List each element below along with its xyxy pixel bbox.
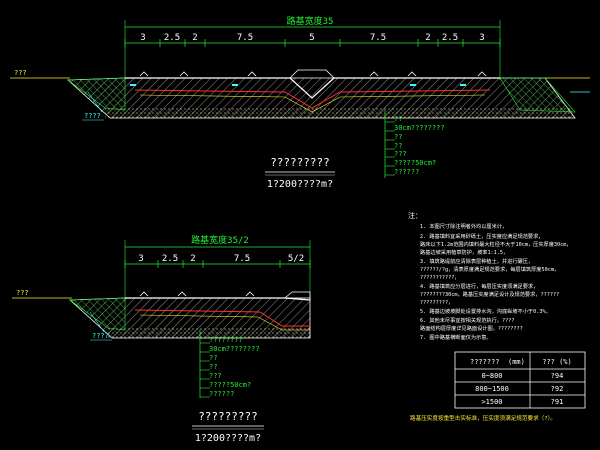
table-header-1: ??????? — [470, 358, 500, 366]
table-cell-2-2: ?92 — [551, 385, 564, 393]
top-structure-line — [134, 89, 491, 109]
notes-line-1: 1. 本图尺寸除注明者外均以厘米计， — [420, 222, 507, 230]
notes-line-9: ????????30cm，路基压实度满足设计及规范要求，?????? — [420, 290, 559, 298]
bottom-callout-2: 30cm???????? — [209, 345, 260, 353]
bottom-callout-3: ?? — [209, 354, 217, 362]
top-callout-2: 30cm???????? — [394, 124, 445, 132]
bottom-section-scale: 1?200????m? — [195, 433, 261, 444]
bottom-dim-1: 3 — [138, 254, 143, 264]
bottom-dim-4: 7.5 — [234, 254, 250, 264]
bottom-left-slope — [69, 297, 126, 331]
table-cell-3-2: ?91 — [551, 398, 564, 406]
notes-heading: 注： — [408, 211, 422, 220]
notes-line-7: ???????????， — [420, 275, 460, 281]
bottom-curb-marks — [139, 291, 255, 297]
top-dim-3: 2 — [192, 33, 197, 43]
top-width-label: 路基宽度35 — [287, 15, 334, 27]
bottom-callout-6: ?????50cm? — [209, 381, 251, 389]
top-callout-4: ?? — [394, 142, 402, 150]
top-dim-labels: 3 2.5 2 7.5 5 7.5 2 2.5 3 — [140, 33, 484, 43]
notes-line-11: 5. 路基边坡坡脚处设置排水沟，沟底纵坡不小于0.3%， — [420, 307, 551, 315]
bottom-median — [284, 291, 311, 301]
bottom-callout-1: ???????? — [209, 336, 243, 344]
top-dim-6: 7.5 — [370, 33, 386, 43]
notes-line-14: 7. 图中路基横断面仅为示意。 — [420, 333, 492, 341]
top-median — [289, 69, 335, 99]
top-callout-6: ?????50cm? — [394, 159, 436, 167]
top-callout-3: ?? — [394, 133, 402, 141]
bottom-section-title: ????????? — [198, 410, 258, 423]
top-section-title: ????????? — [270, 156, 330, 169]
bottom-cross-section: 路基宽度35/2 3 2.5 2 7.5 5/2 ??? — [12, 234, 311, 444]
bottom-callout-5: ??? — [209, 372, 222, 380]
compaction-table: ??????? (mm) ??? (%) 0~800 ?94 800~1500 … — [454, 351, 586, 409]
footer-note: 路基压实度按重型击实标准，压实度须满足规范要求（?）。 — [410, 414, 556, 422]
notes-line-8: 4. 路基填筑应分层进行，每层压实度须满足要求， — [420, 282, 538, 290]
bottom-callout-7: ?????? — [209, 390, 234, 398]
table-cell-1-1: 0~800 — [481, 372, 502, 380]
top-dim-5: 5 — [309, 33, 314, 43]
table-cell-3-1: >1500 — [481, 398, 502, 406]
table-header-3: ??? (%) — [542, 358, 572, 366]
bottom-width-label: 路基宽度35/2 — [191, 234, 249, 246]
top-callout-7: ?????? — [394, 168, 419, 176]
top-dim-9: 3 — [479, 33, 484, 43]
bottom-base-layer — [108, 328, 310, 338]
top-dim-ticks — [124, 39, 501, 47]
design-notes: 注： 1. 本图尺寸除注明者外均以厘米计， 2. 路基填料宜采用砂砾土，压实度应… — [408, 211, 572, 341]
top-callout-1: ?? — [394, 115, 402, 123]
top-dim-1: 3 — [140, 33, 145, 43]
table-header-2: (mm) — [508, 358, 525, 366]
bottom-dim-5: 5/2 — [288, 254, 304, 264]
top-fill-label: ???? — [84, 112, 101, 120]
top-base-layer — [105, 108, 570, 118]
top-dim-2: 2.5 — [164, 33, 180, 43]
bottom-callout-4: ?? — [209, 363, 217, 371]
top-section-scale: 1?200????m? — [267, 179, 333, 190]
bottom-structure-line — [134, 309, 310, 327]
notes-line-12: 6. 其他未尽事宜按相关规范执行。???? — [420, 316, 515, 324]
top-cyan-marks — [130, 84, 466, 86]
bottom-fill-label: ???? — [92, 332, 109, 340]
bottom-dim-2: 2.5 — [162, 254, 178, 264]
notes-line-5: 3. 填筑路堤前应清除表层种植土，并进行碾压， — [420, 257, 533, 265]
top-dim-7: 2 — [425, 33, 430, 43]
top-callouts: ?? 30cm???????? ?? ?? ??? ?????50cm? ???… — [385, 115, 445, 176]
top-callout-5: ??? — [394, 150, 407, 158]
notes-line-6: ??????/?g，清表厚度满足规范要求，每层填筑厚度50cm， — [420, 265, 559, 273]
bottom-ground-label: ??? — [16, 289, 29, 297]
table-cell-1-2: ?94 — [551, 372, 564, 380]
bottom-dim-labels: 3 2.5 2 7.5 5/2 — [138, 254, 304, 264]
top-curb-marks — [139, 71, 487, 77]
bottom-dim-ticks — [124, 260, 311, 268]
bottom-callouts: ???????? 30cm???????? ?? ?? ??? ?????50c… — [200, 336, 260, 398]
bottom-dim-3: 2 — [190, 254, 195, 264]
top-right-slope — [499, 77, 576, 113]
notes-line-4: 路基边坡采用植草防护，坡率1:1.5， — [420, 248, 508, 256]
top-dim-4: 7.5 — [237, 33, 253, 43]
top-ground-label: ??? — [14, 69, 27, 77]
table-cell-2-1: 800~1500 — [475, 385, 509, 393]
top-cross-section: 路基宽度35 3 2.5 2 7.5 5 7.5 2 2.5 3 — [10, 15, 590, 190]
notes-line-2: 2. 路基填料宜采用砂砾土，压实度应满足规范要求， — [420, 232, 544, 240]
top-dim-8: 2.5 — [442, 33, 458, 43]
notes-line-13: 路面结构层厚度详见路面设计图，???????? — [420, 324, 523, 332]
notes-line-10: ?????????， — [420, 300, 453, 306]
notes-line-3: 路床以下1.2m范围内填料最大粒径不大于10cm，压实厚度30cm， — [420, 240, 572, 248]
